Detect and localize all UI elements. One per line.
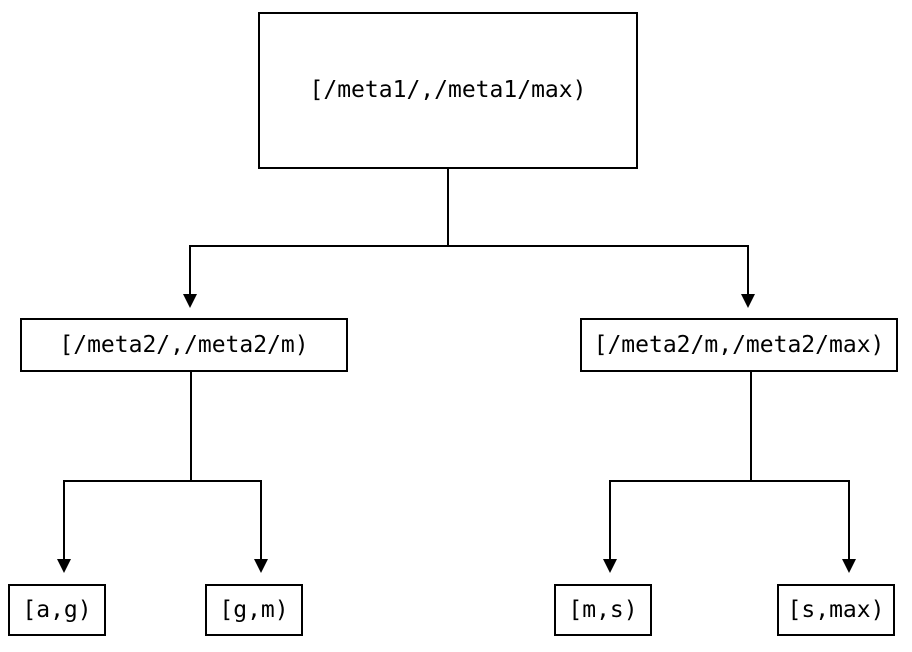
node-mid-right-label: [/meta2/m,/meta2/max): [593, 331, 885, 358]
edge-mid-right-bus-right: [750, 480, 850, 482]
node-leaf-4[interactable]: [s,max): [777, 584, 895, 636]
edge-mid-left-bus-right: [190, 480, 262, 482]
edge-root-to-mid-right: [747, 245, 749, 295]
node-mid-left-label: [/meta2/,/meta2/m): [59, 331, 309, 358]
node-leaf-1[interactable]: [a,g): [8, 584, 106, 636]
arrow-head-mid-left: [183, 294, 197, 308]
arrow-head-mid-right: [741, 294, 755, 308]
edge-root-bus: [189, 245, 749, 247]
edge-root-stem: [447, 169, 449, 247]
arrow-head-leaf-2: [254, 559, 268, 573]
edge-mid-right-stem: [750, 372, 752, 482]
node-root[interactable]: [/meta1/,/meta1/max): [258, 12, 638, 169]
node-leaf-3[interactable]: [m,s): [554, 584, 652, 636]
arrow-head-leaf-3: [603, 559, 617, 573]
edge-mid-right-to-leaf-3: [609, 480, 611, 560]
node-leaf-3-label: [m,s): [568, 596, 638, 623]
edge-mid-left-to-leaf-2: [260, 480, 262, 560]
edge-root-to-mid-left: [189, 245, 191, 295]
node-mid-left[interactable]: [/meta2/,/meta2/m): [20, 318, 348, 372]
arrow-head-leaf-4: [842, 559, 856, 573]
edge-mid-left-stem: [190, 372, 192, 482]
node-leaf-2[interactable]: [g,m): [205, 584, 303, 636]
node-leaf-4-label: [s,max): [787, 596, 885, 623]
node-leaf-2-label: [g,m): [219, 596, 289, 623]
edge-mid-right-bus-left: [609, 480, 752, 482]
arrow-head-leaf-1: [57, 559, 71, 573]
edge-mid-right-to-leaf-4: [848, 480, 850, 560]
edge-mid-left-bus-left: [63, 480, 192, 482]
edge-mid-left-to-leaf-1: [63, 480, 65, 560]
node-root-label: [/meta1/,/meta1/max): [309, 77, 587, 103]
node-leaf-1-label: [a,g): [22, 596, 92, 623]
node-mid-right[interactable]: [/meta2/m,/meta2/max): [580, 318, 898, 372]
